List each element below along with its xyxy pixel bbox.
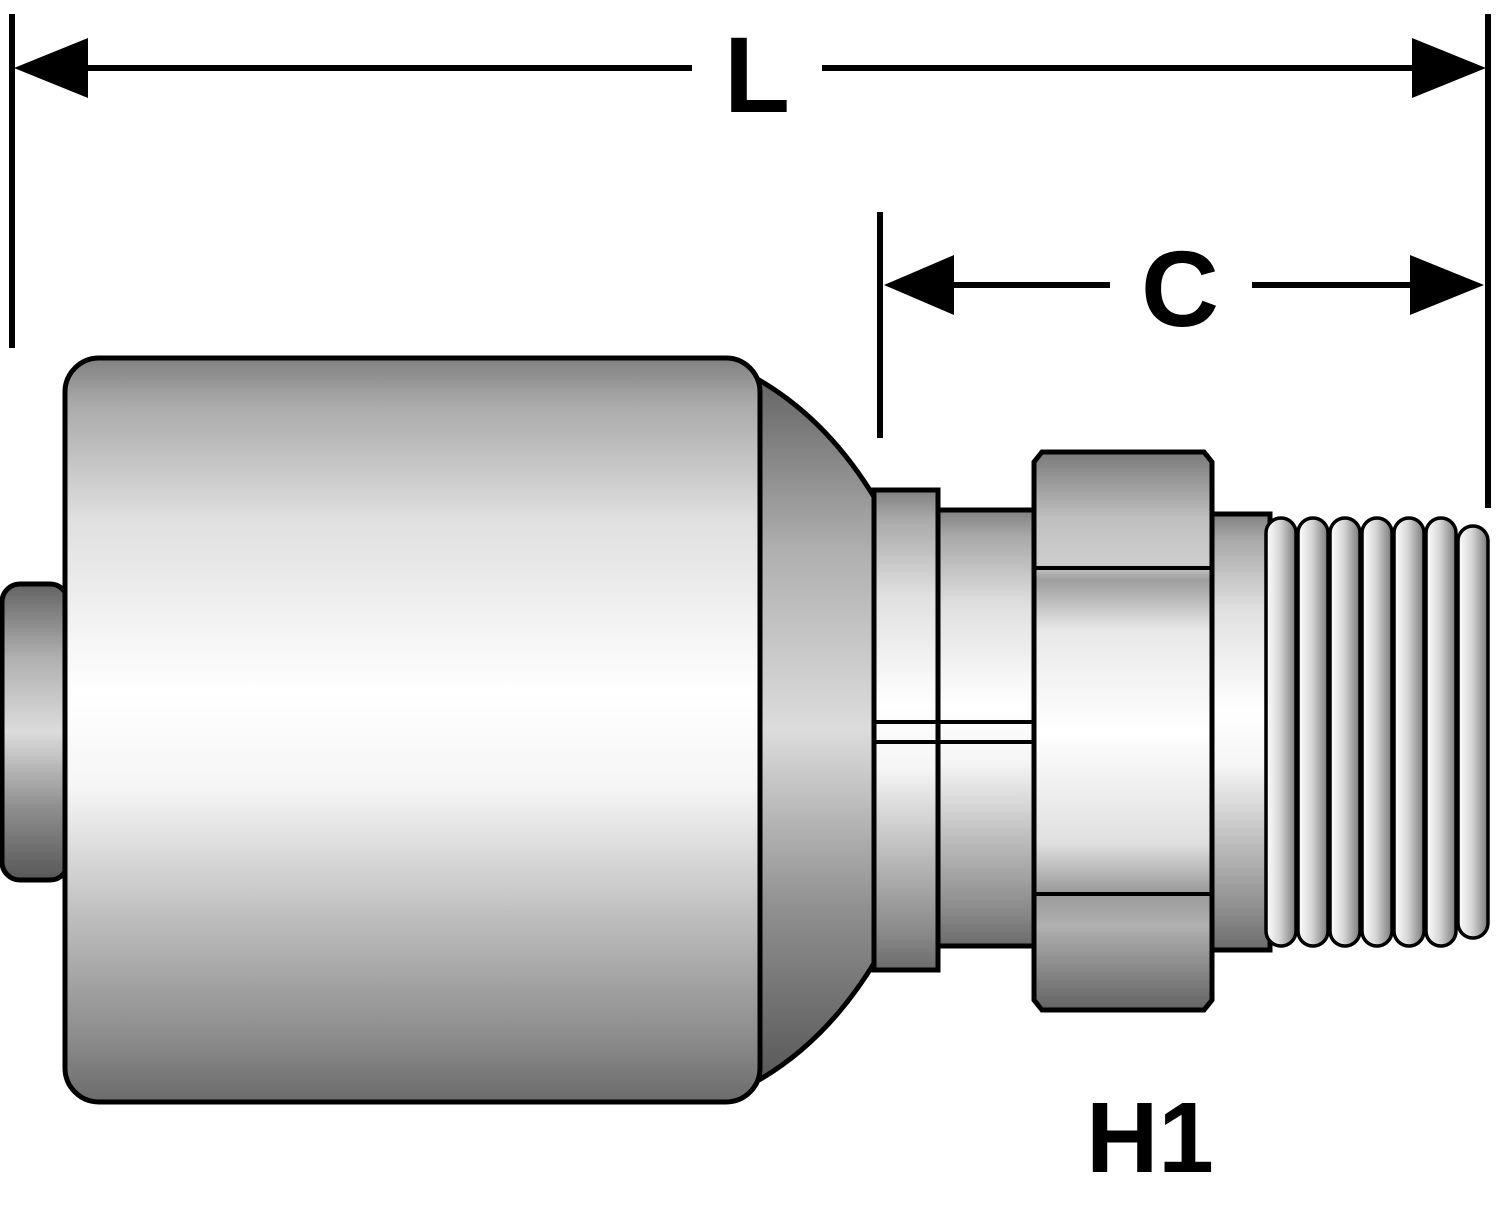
- arrowhead-right-icon: [1410, 255, 1484, 315]
- overall-length-label: L: [724, 14, 790, 135]
- dimension-overall-length: L: [9, 14, 1491, 508]
- collar-ring-inner: [935, 507, 1039, 949]
- hex-nut: [1031, 449, 1215, 1013]
- arrowhead-left-icon: [884, 255, 954, 315]
- cutoff-length-label: C: [1141, 228, 1219, 349]
- collar-ring-outer: [871, 487, 941, 973]
- dimension-cutoff-length: C: [877, 212, 1484, 438]
- hose-end-stub: [0, 581, 71, 883]
- thread-shank: [1209, 511, 1273, 953]
- shoulder-cone: [747, 370, 879, 1090]
- crimp-shell: [62, 355, 763, 1105]
- fitting-drawing: [0, 355, 1490, 1105]
- hex-size-label: H1: [1086, 1082, 1214, 1194]
- male-thread: [1264, 516, 1490, 948]
- arrowhead-left-icon: [14, 38, 88, 98]
- arrowhead-right-icon: [1412, 38, 1486, 98]
